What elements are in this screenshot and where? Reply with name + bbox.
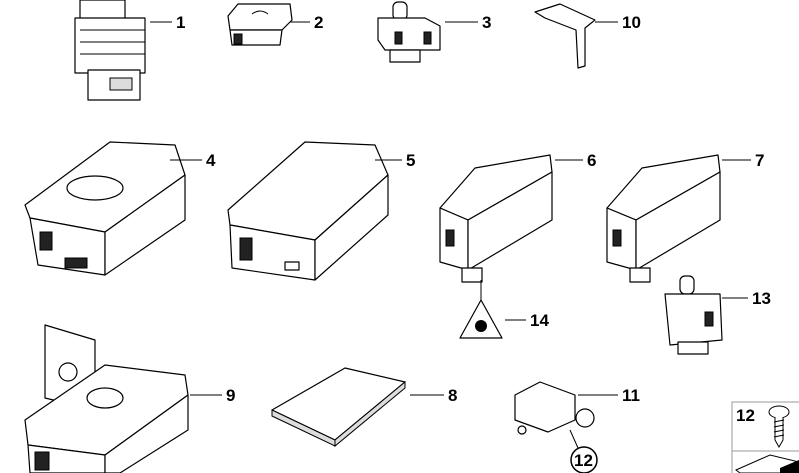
part-2-switch[interactable] [227, 3, 293, 46]
part-11-sensor[interactable] [514, 381, 595, 435]
callout-2: 2 [314, 13, 323, 32]
screw-box-number: 12 [736, 406, 755, 425]
callout-11: 11 [622, 386, 640, 405]
callout-10: 10 [622, 13, 641, 32]
callout-3: 3 [482, 13, 491, 32]
part-13-push-switch[interactable] [664, 275, 723, 355]
callout-6: 6 [587, 151, 596, 170]
callout-7: 7 [755, 151, 764, 170]
callout-5: 5 [406, 151, 415, 170]
part-8-adhesive-pad[interactable] [271, 367, 406, 448]
part-6-window-switch[interactable] [439, 154, 553, 283]
callout-12-circle [570, 446, 598, 473]
part-1-connector[interactable] [74, 0, 146, 101]
leader-line-12 [569, 429, 579, 449]
callout-9: 9 [226, 386, 235, 405]
callout-13: 13 [752, 289, 771, 308]
part-10-bracket[interactable] [534, 3, 596, 69]
part-14-warning-label[interactable] [459, 280, 503, 339]
screw-icon [768, 405, 790, 449]
callout-12-circled: 12 [574, 451, 593, 470]
part-5-switch-block[interactable] [227, 141, 389, 281]
callout-8: 8 [448, 386, 457, 405]
screw-reference-box: 12 [731, 401, 799, 473]
callout-4: 4 [206, 151, 216, 170]
part-9-switch-panel[interactable] [24, 324, 189, 473]
part-7-window-switch[interactable] [606, 154, 721, 283]
part-4-switch-block[interactable] [24, 141, 186, 276]
callout-14: 14 [530, 311, 549, 330]
callout-1: 1 [176, 13, 185, 32]
part-3-push-switch[interactable] [377, 1, 441, 63]
